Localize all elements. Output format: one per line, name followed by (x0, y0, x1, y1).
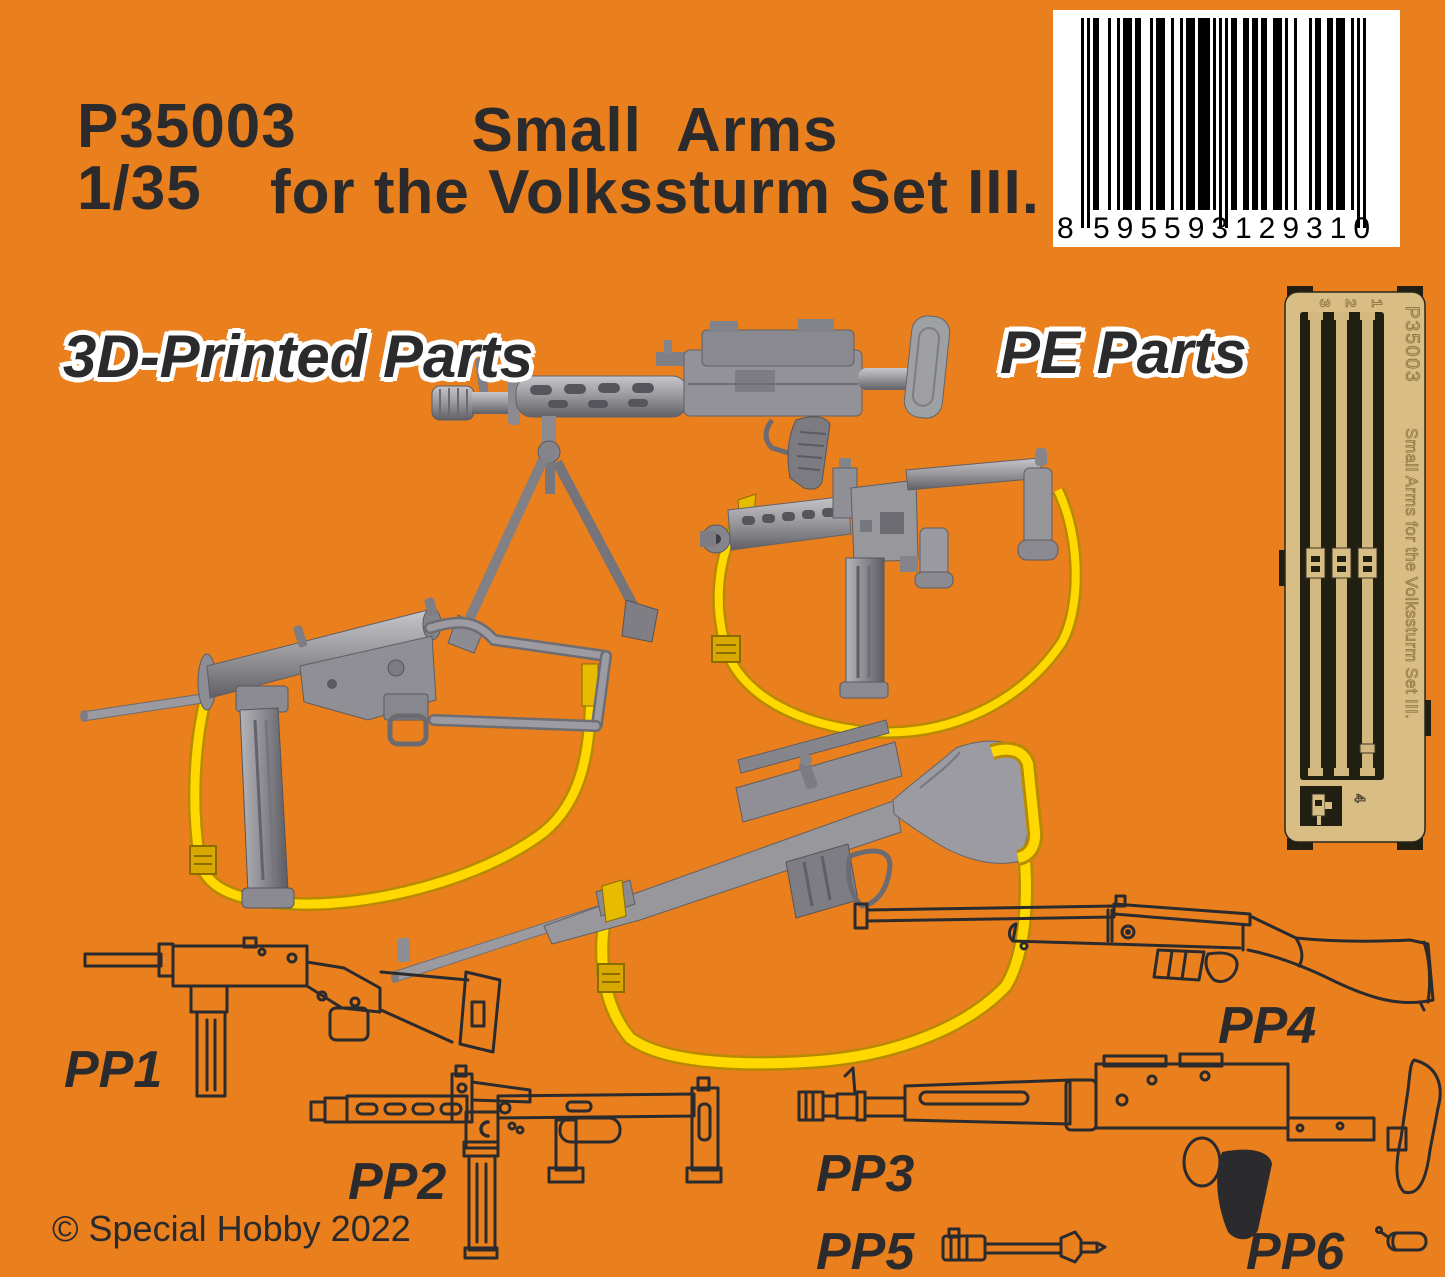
drawing-pp3 (797, 1052, 1442, 1240)
drawing-pp2 (309, 1064, 723, 1260)
pe-fret: 1 2 3 P35003 Small Arms for the Volksstu… (1279, 286, 1431, 850)
sling-rifle (594, 828, 1034, 1071)
render-machine-gun-bipod (431, 315, 951, 654)
render-rifle (391, 719, 1044, 1071)
barcode-group1: 595593 (1093, 212, 1236, 245)
barcode-bars (1081, 18, 1366, 228)
part-label-pp3: PP3 (816, 1145, 915, 1203)
drawing-pp6-part (1375, 1226, 1428, 1252)
part-label-pp4: PP4 (1218, 997, 1317, 1055)
copyright: © Special Hobby 2022 (52, 1208, 411, 1249)
render-sten (80, 597, 612, 912)
part-label-pp5: PP5 (816, 1223, 915, 1277)
fret-code: P35003 (1401, 306, 1422, 384)
product-code: P35003 (77, 92, 297, 161)
render-mp3008 (700, 448, 1083, 739)
section-label-pe-parts: PE Parts (1000, 319, 1247, 386)
barcode-left-digit: 8 (1057, 212, 1074, 245)
section-label-3d-printed-parts: 3D-Printed Parts (63, 323, 534, 390)
drawing-pp5-part (941, 1227, 1107, 1264)
fret-strap-number-2: 2 (1342, 299, 1359, 307)
product-scale: 1/35 (77, 154, 202, 223)
product-title-line1: Small Arms (471, 96, 839, 165)
fret-title: Small Arms for the Volkssturm Set III. (1402, 428, 1420, 719)
fret-strap-number-3: 3 (1316, 299, 1333, 307)
barcode-group2: 129310 (1235, 212, 1378, 245)
fret-straps (1305, 312, 1378, 776)
part-label-pp2: PP2 (348, 1153, 447, 1211)
fret-strap-number-1: 1 (1368, 299, 1385, 307)
product-title: Small Arms for the Volkssturm Set III. (180, 100, 1130, 224)
drawing-pp4 (853, 894, 1435, 1012)
product-title-line2: for the Volkssturm Set III. (269, 158, 1040, 227)
barcode: 8 595593 129310 (1053, 10, 1400, 247)
fret-part-number-4: 4 (1351, 794, 1368, 803)
drawing-pp1 (83, 936, 502, 1098)
sling-sten (187, 663, 599, 912)
part-label-pp1: PP1 (64, 1041, 163, 1099)
part-label-pp6: PP6 (1246, 1223, 1345, 1277)
